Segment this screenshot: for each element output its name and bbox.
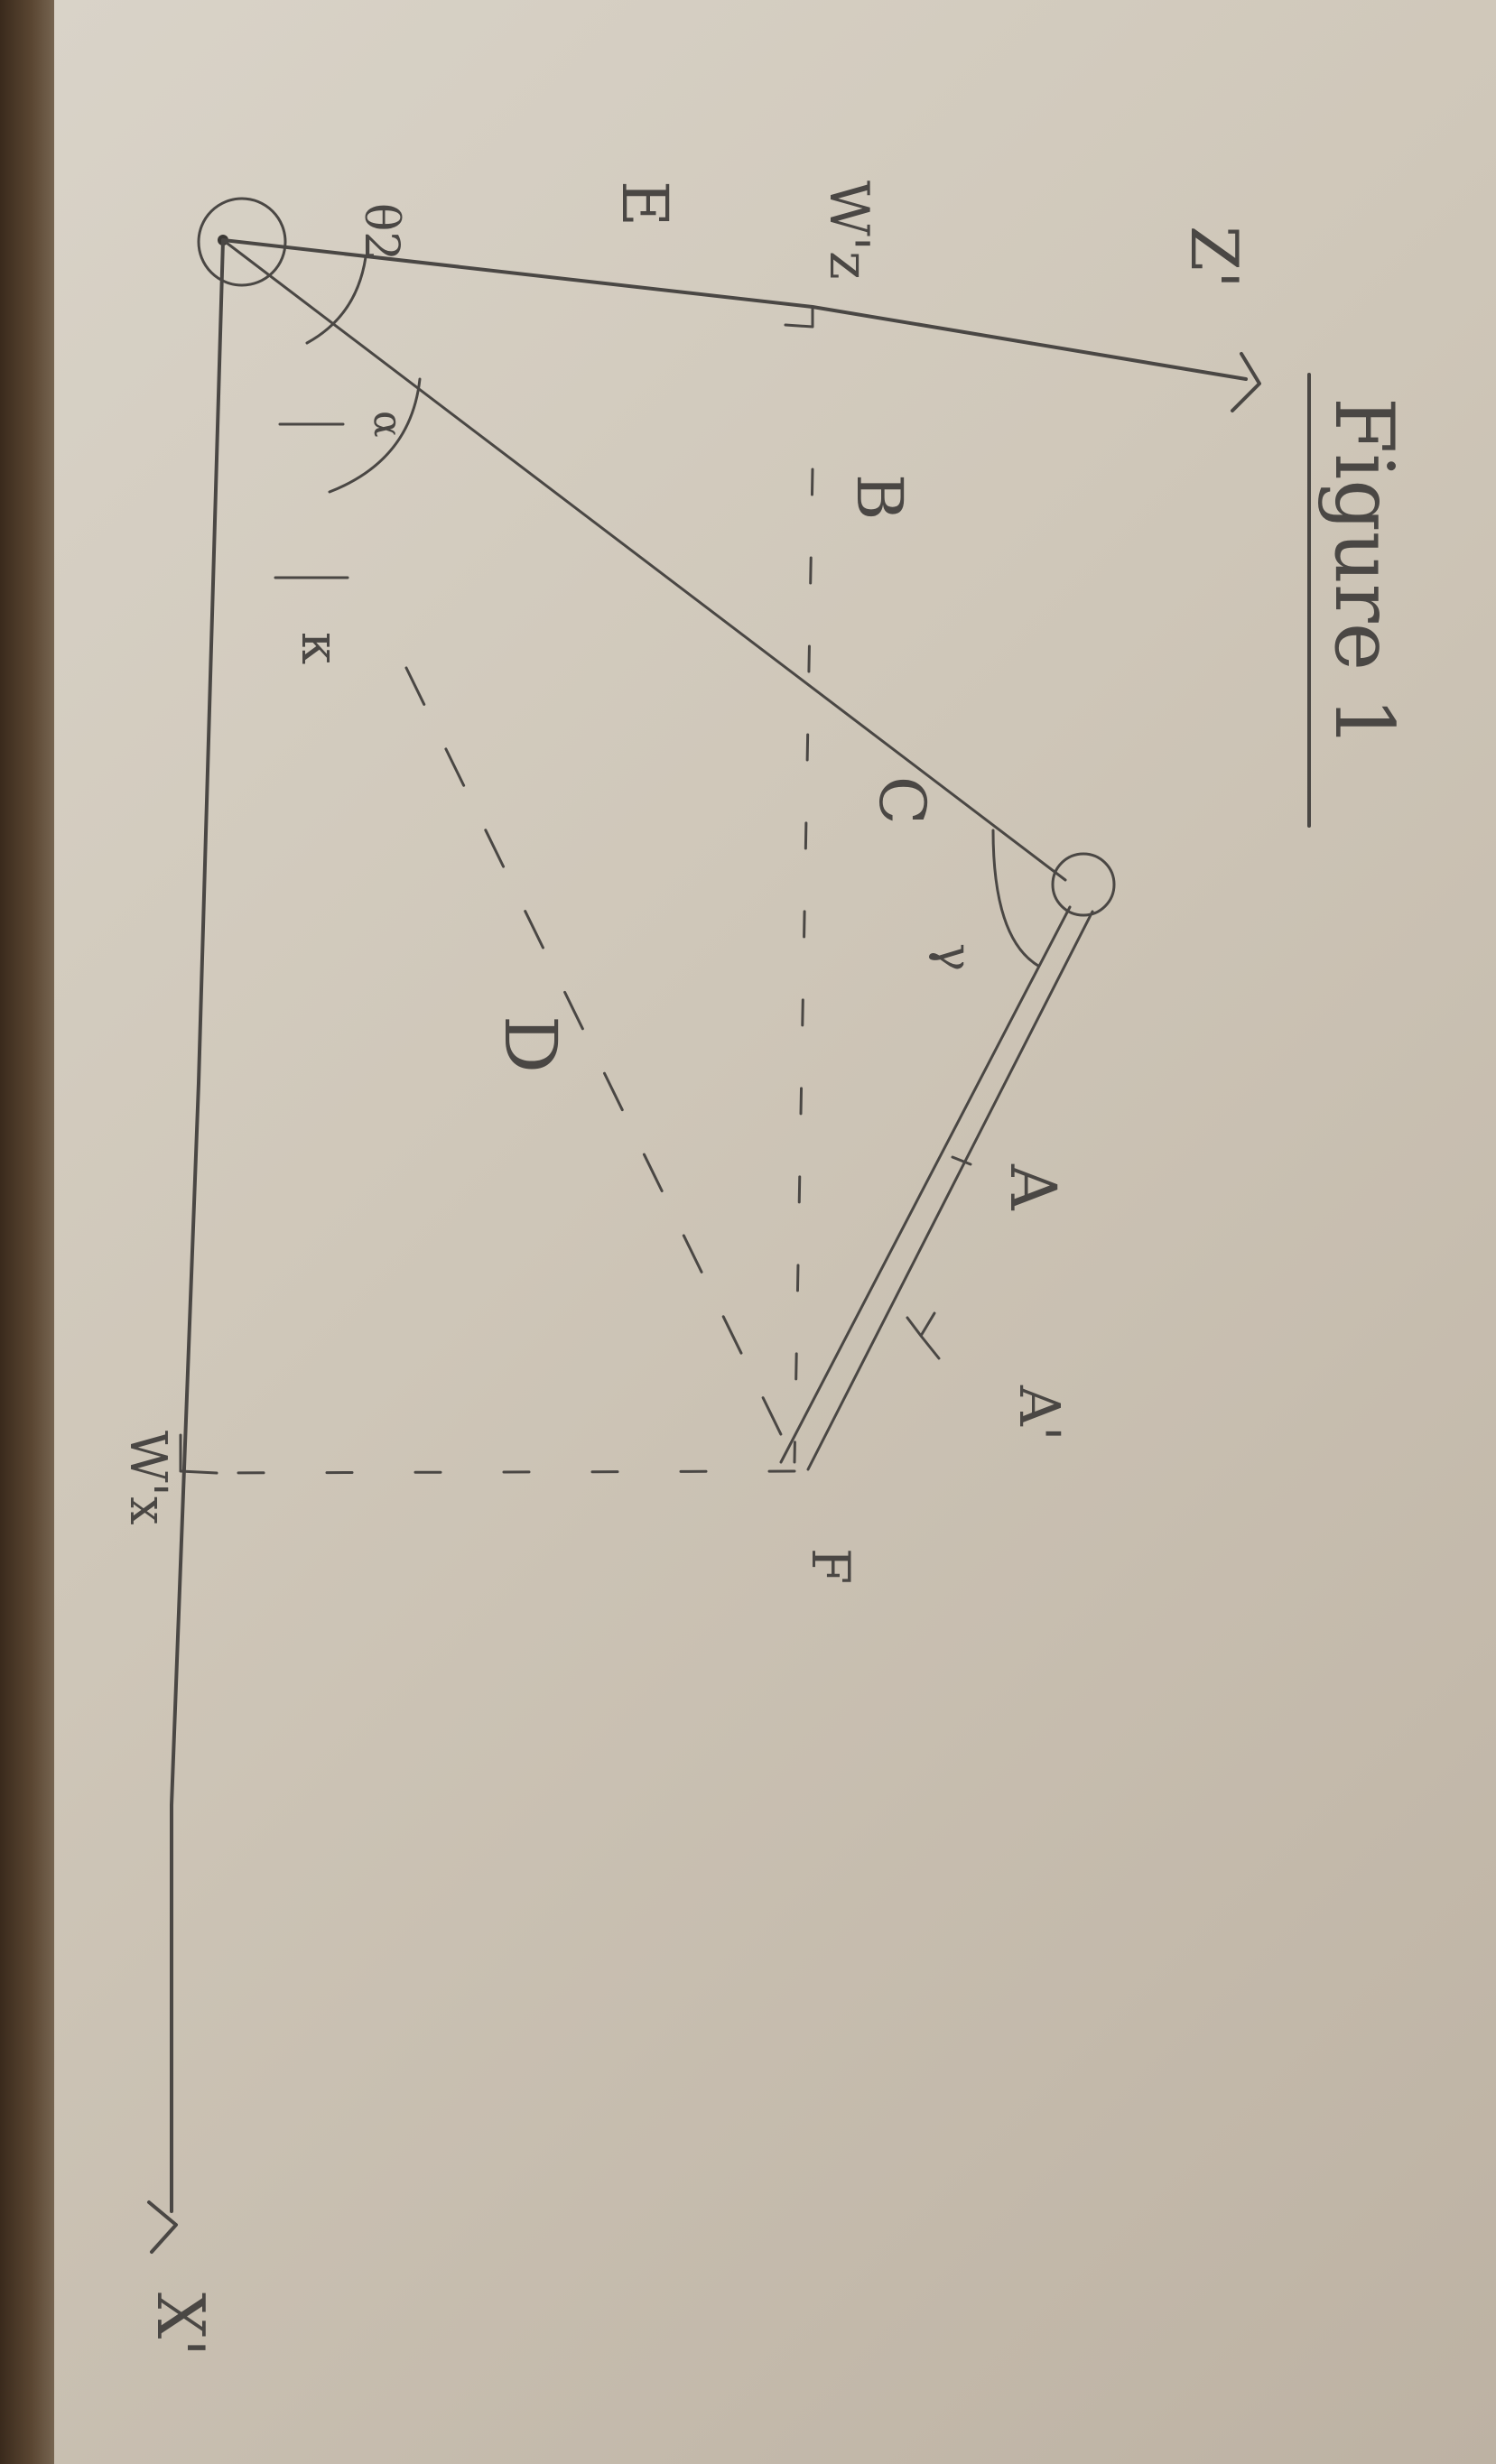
x-axis-line [170,238,225,2213]
link-a-line-1 [779,905,1072,1464]
upper-joint-circle [1051,852,1116,917]
dashed-line-b [793,468,814,1464]
label-c: C [865,776,939,825]
label-e: E [608,181,682,227]
label-a: A [996,1163,1070,1211]
right-angle-mark-wx [179,1433,218,1475]
z-axis-label: Z' [1176,226,1252,289]
label-b: B [842,474,916,520]
w-z-label: W'z [817,181,880,280]
label-f: F [800,1548,861,1584]
label-theta: θ2 [354,203,408,261]
x-axis-arrowhead [147,2200,178,2254]
dashed-line-d [404,666,796,1464]
angle-arc-gamma [991,829,1040,968]
link-c-line [221,238,1067,882]
angle-arc-alpha [328,377,422,494]
origin-joint-circle [197,197,287,287]
label-kappa: κ [290,632,351,664]
label-a-prime: A' [1007,1385,1073,1441]
link-a-line-2 [806,910,1094,1471]
label-alpha: α [365,411,411,438]
x-axis-label: X' [143,2293,218,2357]
label-gamma: γ [927,943,981,971]
z-axis-arrowhead [1231,352,1261,412]
link-a-tick [951,1155,972,1166]
paper-sheet [54,0,1496,2464]
w-x-label: W'x [118,1431,177,1525]
label-d: D [488,1015,572,1073]
a-prime-arrow [906,1311,941,1360]
figure-title: Figure 1 [1316,397,1411,748]
angle-arc-theta [305,255,367,345]
right-angle-mark-wz [784,305,814,329]
dashed-line-f [206,1469,796,1475]
